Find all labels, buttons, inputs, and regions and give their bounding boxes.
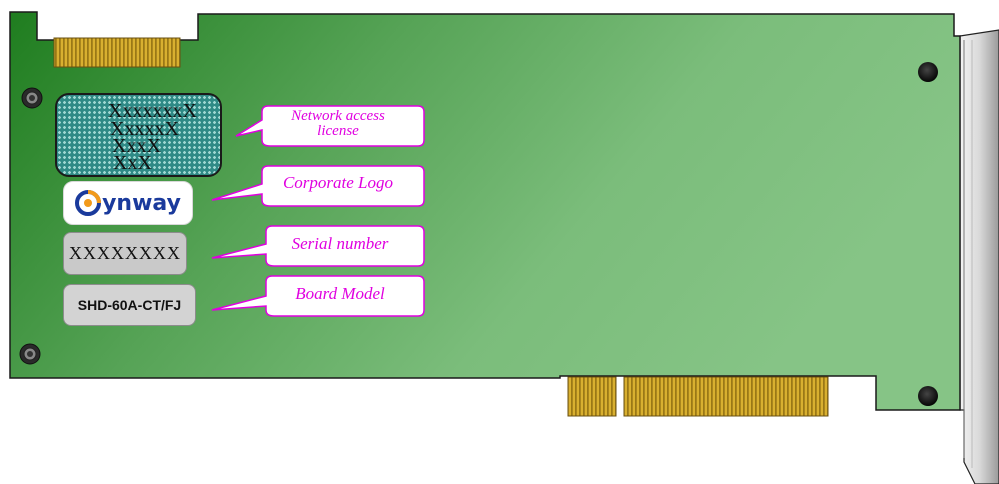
callout-bubble-serial [211, 225, 425, 267]
pci-edge-connector [567, 376, 829, 417]
board-model-sticker: SHD-60A-CT/FJ [63, 284, 196, 326]
callout-bubble-model [211, 275, 425, 317]
screw-hole-bottom-left [19, 343, 41, 365]
serial-number-text: XXXXXXXX [69, 243, 181, 263]
synway-s-icon [75, 190, 102, 216]
mounting-bracket [959, 29, 999, 484]
mounting-hole-bottom-right [918, 386, 938, 406]
license-text-line: XxxX [112, 135, 161, 157]
network-access-license-sticker: XxxxxxxX XxxxxX XxxX XxX [55, 93, 222, 177]
corporate-logo-sticker: ynway [63, 181, 193, 225]
callout-board-model: Board Model [295, 284, 385, 303]
callout-corporate-logo: Corporate Logo [282, 173, 394, 192]
callout-license-line2: license [317, 123, 359, 139]
logo-wordmark: ynway [102, 190, 181, 216]
mounting-hole-top-right [918, 62, 938, 82]
callout-bubble-logo [211, 165, 425, 207]
screw-hole-top-left [21, 87, 43, 109]
callout-network-access-license: Network access license [258, 109, 418, 139]
license-text-line: XxX [113, 152, 152, 174]
top-edge-connector [53, 37, 181, 68]
callout-bubble-license [235, 105, 425, 147]
serial-number-sticker: XXXXXXXX [63, 232, 187, 275]
board-model-text: SHD-60A-CT/FJ [77, 297, 182, 313]
synway-logo: ynway [75, 190, 181, 216]
callout-license-line1: Network access [291, 108, 385, 124]
license-text-line: XxxxxxxX [108, 100, 197, 122]
callout-serial-number: Serial number [291, 234, 389, 253]
license-text-line: XxxxxX [110, 118, 179, 140]
